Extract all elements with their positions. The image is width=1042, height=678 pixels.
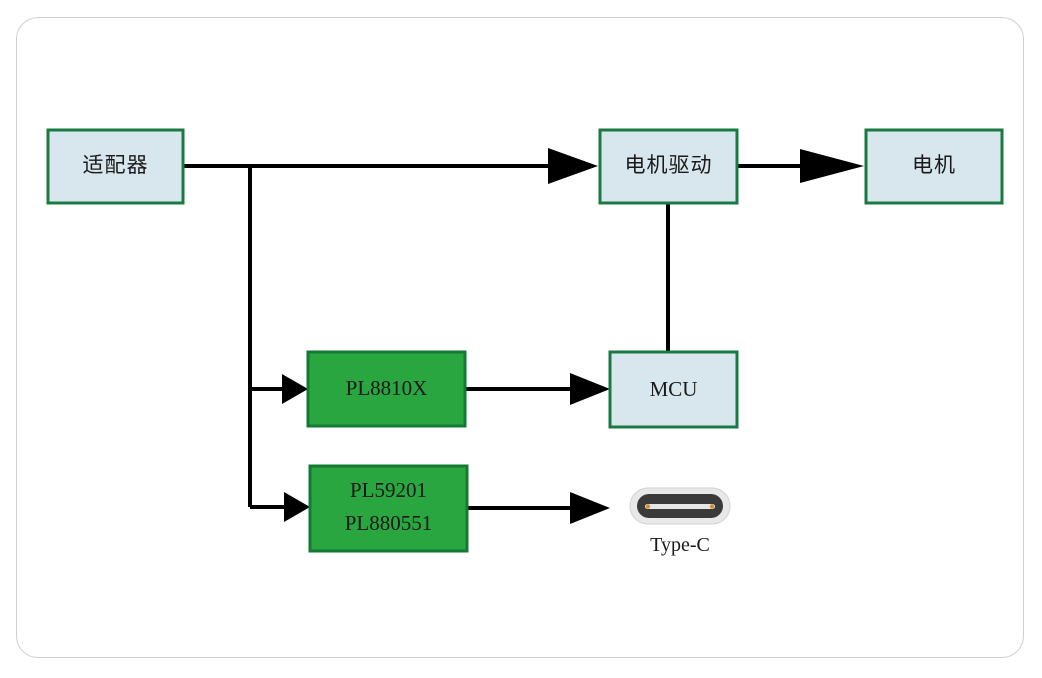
- node-motor[interactable]: 电机: [864, 128, 1004, 205]
- node-motor-driver[interactable]: 电机驱动: [598, 128, 739, 205]
- arrowhead-pl8810x-to-mcu: [570, 373, 610, 405]
- node-mcu-box[interactable]: [608, 350, 739, 429]
- diagram-frame: [16, 17, 1024, 658]
- node-pl59201-box[interactable]: [308, 464, 469, 553]
- node-pl59201[interactable]: PL59201 PL880551: [308, 464, 469, 553]
- node-motor-box[interactable]: [864, 128, 1004, 205]
- arrowhead-adapter-to-motor-driver: [548, 148, 598, 184]
- node-mcu[interactable]: MCU: [608, 350, 739, 429]
- arrowhead-bus-to-pl8810x: [282, 374, 308, 404]
- node-pl8810x[interactable]: PL8810X: [306, 350, 467, 428]
- type-c-pin-left: [645, 504, 651, 509]
- node-pl8810x-box[interactable]: [306, 350, 467, 428]
- node-pl59201-label-line1: PL59201: [350, 478, 427, 502]
- node-motor-label: 电机: [912, 153, 956, 177]
- node-adapter[interactable]: 适配器: [46, 128, 185, 205]
- node-motor-driver-label: 电机驱动: [625, 153, 713, 177]
- arrowhead-pl59201-to-typec: [570, 492, 610, 524]
- node-adapter-box[interactable]: [46, 128, 185, 205]
- wire-group: [183, 148, 864, 524]
- type-c-slot: [645, 504, 715, 509]
- node-adapter-label: 适配器: [83, 153, 149, 177]
- node-pl8810x-label: PL8810X: [346, 376, 428, 400]
- arrowhead-bus-to-pl59201: [284, 492, 310, 522]
- type-c-icon[interactable]: Type-C: [629, 487, 731, 556]
- node-pl59201-label-line2: PL880551: [345, 511, 433, 535]
- node-mcu-label: MCU: [650, 377, 698, 401]
- node-motor-driver-box[interactable]: [598, 128, 739, 205]
- type-c-caption: Type-C: [650, 534, 710, 556]
- arrowhead-motor-driver-to-motor: [800, 149, 864, 183]
- type-c-pin-right: [709, 504, 715, 509]
